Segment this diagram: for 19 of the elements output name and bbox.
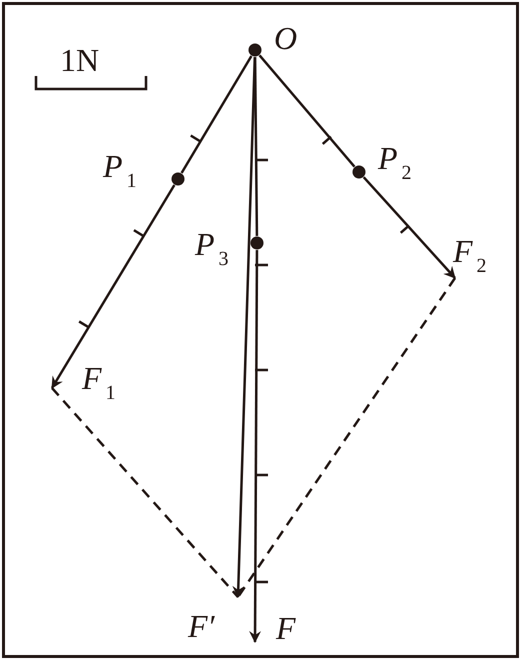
force-label: F$_{2}$ [453, 235, 487, 276]
force-label: F′ [188, 610, 215, 642]
dashed-line [236, 277, 456, 598]
point-label: O [274, 22, 298, 54]
point-label: P$_{1}$ [103, 150, 137, 191]
point-dot [250, 236, 264, 250]
force-arrow [50, 184, 176, 389]
force-arrow [249, 250, 262, 643]
dashed-line [51, 387, 239, 598]
point-dot [352, 166, 366, 178]
force-label: F [276, 612, 296, 644]
point-dot [248, 44, 262, 56]
point-label: P$_{2}$ [378, 142, 412, 183]
scale-label: 1N [60, 44, 100, 76]
point-dot [172, 172, 184, 186]
force-arrow [232, 56, 256, 598]
force-label: F$_{1}$ [82, 362, 116, 403]
point-label: P$_{3}$ [195, 228, 229, 269]
force-arrow [362, 176, 456, 279]
